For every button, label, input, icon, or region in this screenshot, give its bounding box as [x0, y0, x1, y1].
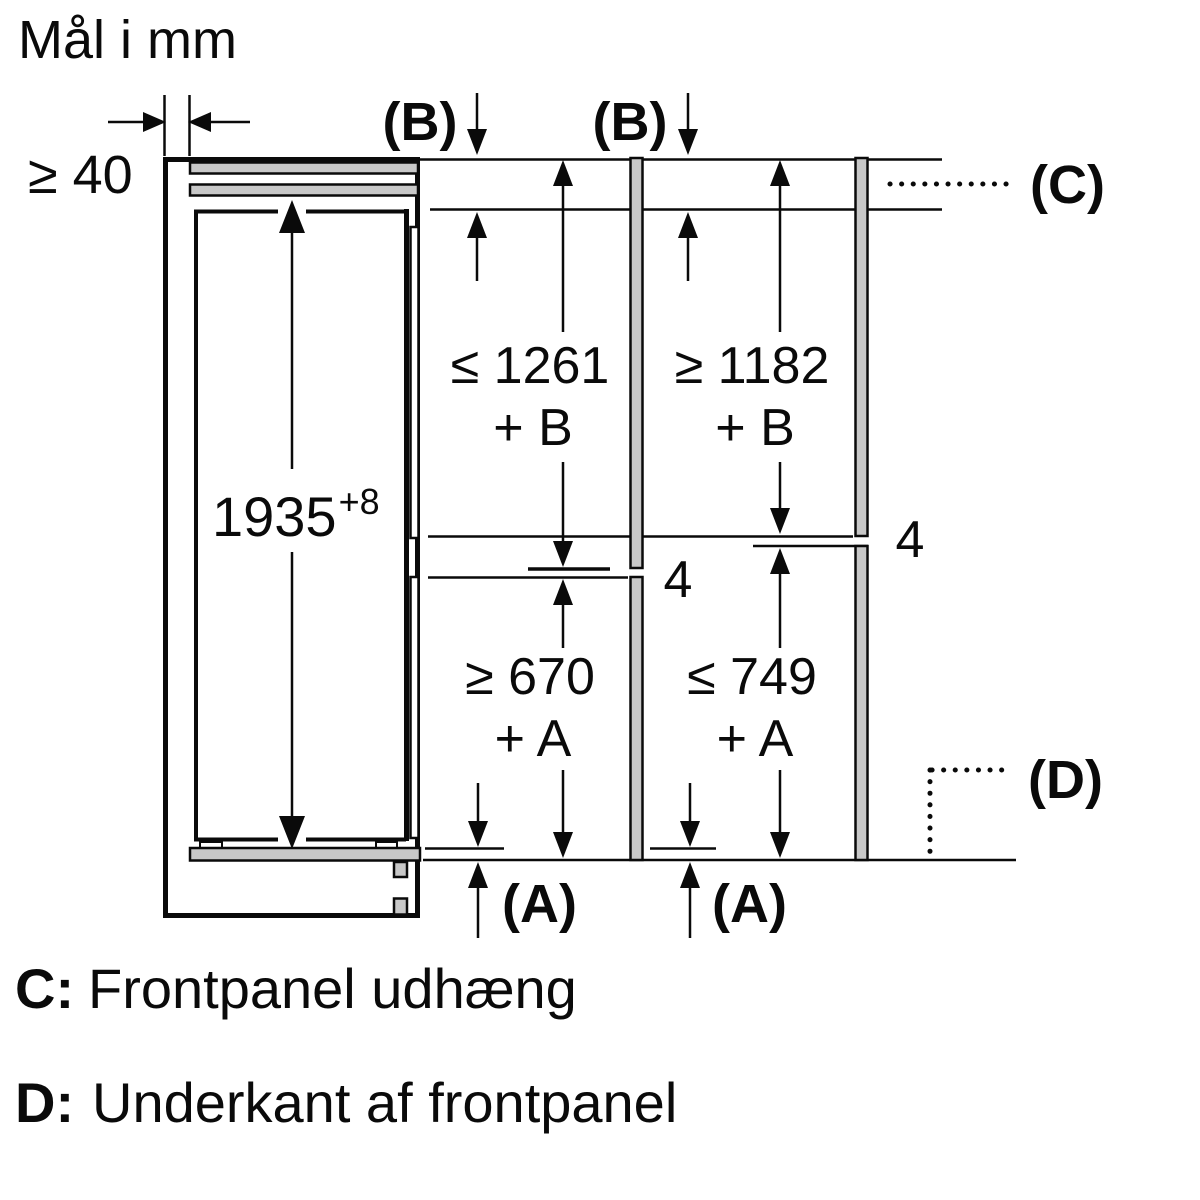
- upper-right-dimension-arrows: [770, 160, 790, 534]
- arrow-up-icon: [678, 212, 698, 238]
- arrow-down-icon: [770, 832, 790, 858]
- legend: C: Frontpanel udhæng D: Underkant af fro…: [15, 957, 677, 1134]
- b-dimension-arrows: [467, 93, 698, 281]
- arrow-down-icon: [770, 508, 790, 534]
- legend-c-key: C:: [15, 957, 74, 1020]
- dim-upper-right-suffix: + B: [715, 399, 795, 457]
- gap-mid-label: 4: [664, 551, 693, 609]
- arrow-down-icon: [553, 541, 573, 567]
- appliance-height-dimension: [279, 200, 305, 849]
- appliance-door-upper: [409, 225, 420, 540]
- arrow-up-icon: [468, 862, 488, 888]
- appliance-body: [194, 209, 409, 842]
- c-label: (C): [1030, 155, 1105, 215]
- bottom-line: [423, 847, 1016, 862]
- arrow-up-icon: [553, 160, 573, 186]
- arrow-down-icon: [468, 821, 488, 847]
- right-front-panel: [854, 156, 869, 862]
- arrow-up-icon: [770, 160, 790, 186]
- d-label: (D): [1028, 750, 1103, 810]
- arrow-left-icon: [188, 112, 211, 132]
- arrow-down-icon: [680, 821, 700, 847]
- a-label-1: (A): [502, 874, 577, 934]
- a-label-2: (A): [712, 874, 787, 934]
- page-title: Mål i mm: [18, 10, 237, 70]
- arrow-up-icon: [467, 212, 487, 238]
- mounting-block-2: [392, 897, 409, 916]
- arrow-up-icon: [680, 862, 700, 888]
- gap-right-label: 4: [896, 511, 925, 569]
- wall-gap-dimension: [108, 95, 250, 156]
- wall-gap-label: ≥ 40: [28, 145, 133, 205]
- d-reference-dotted-line: [927, 767, 1015, 860]
- lower-right-dimension-arrows: [770, 548, 790, 858]
- b-label-2: (B): [593, 92, 668, 152]
- dim-upper-left-value: ≤ 1261: [451, 337, 610, 395]
- arrow-up-icon: [279, 200, 305, 233]
- appliance-height-label: 1935+8: [212, 481, 380, 548]
- panel-split-line-left: [428, 535, 630, 579]
- arrow-down-icon: [279, 816, 305, 849]
- arrow-up-icon: [770, 548, 790, 574]
- arrow-down-icon: [553, 832, 573, 858]
- top-panel-strip-1: [188, 161, 420, 175]
- legend-c-text: Frontpanel udhæng: [88, 957, 577, 1020]
- dim-lower-right-suffix: + A: [717, 710, 794, 768]
- dim-lower-right-value: ≤ 749: [687, 648, 817, 706]
- arrow-up-icon: [553, 579, 573, 605]
- mounting-block-1: [392, 860, 409, 879]
- base-plate: [188, 846, 422, 862]
- upper-left-dimension-arrows: [553, 160, 573, 567]
- arrow-right-icon: [143, 112, 166, 132]
- lower-left-dimension-arrows: [553, 579, 573, 858]
- panel-split-line-right: [643, 535, 868, 548]
- top-panel-strip-2: [188, 183, 420, 197]
- dim-upper-right-value: ≥ 1182: [675, 337, 830, 395]
- arrow-down-icon: [678, 129, 698, 155]
- dim-upper-left-suffix: + B: [493, 399, 573, 457]
- legend-d-key: D:: [15, 1071, 74, 1134]
- arrow-down-icon: [467, 129, 487, 155]
- dim-lower-left-suffix: + A: [495, 710, 572, 768]
- legend-d-text: Underkant af frontpanel: [92, 1071, 677, 1134]
- dim-lower-left-value: ≥ 670: [465, 648, 595, 706]
- appliance-door-lower: [409, 575, 420, 840]
- a-dimension-arrows: [468, 783, 700, 938]
- b-label-1: (B): [383, 92, 458, 152]
- middle-front-panel: [629, 156, 644, 862]
